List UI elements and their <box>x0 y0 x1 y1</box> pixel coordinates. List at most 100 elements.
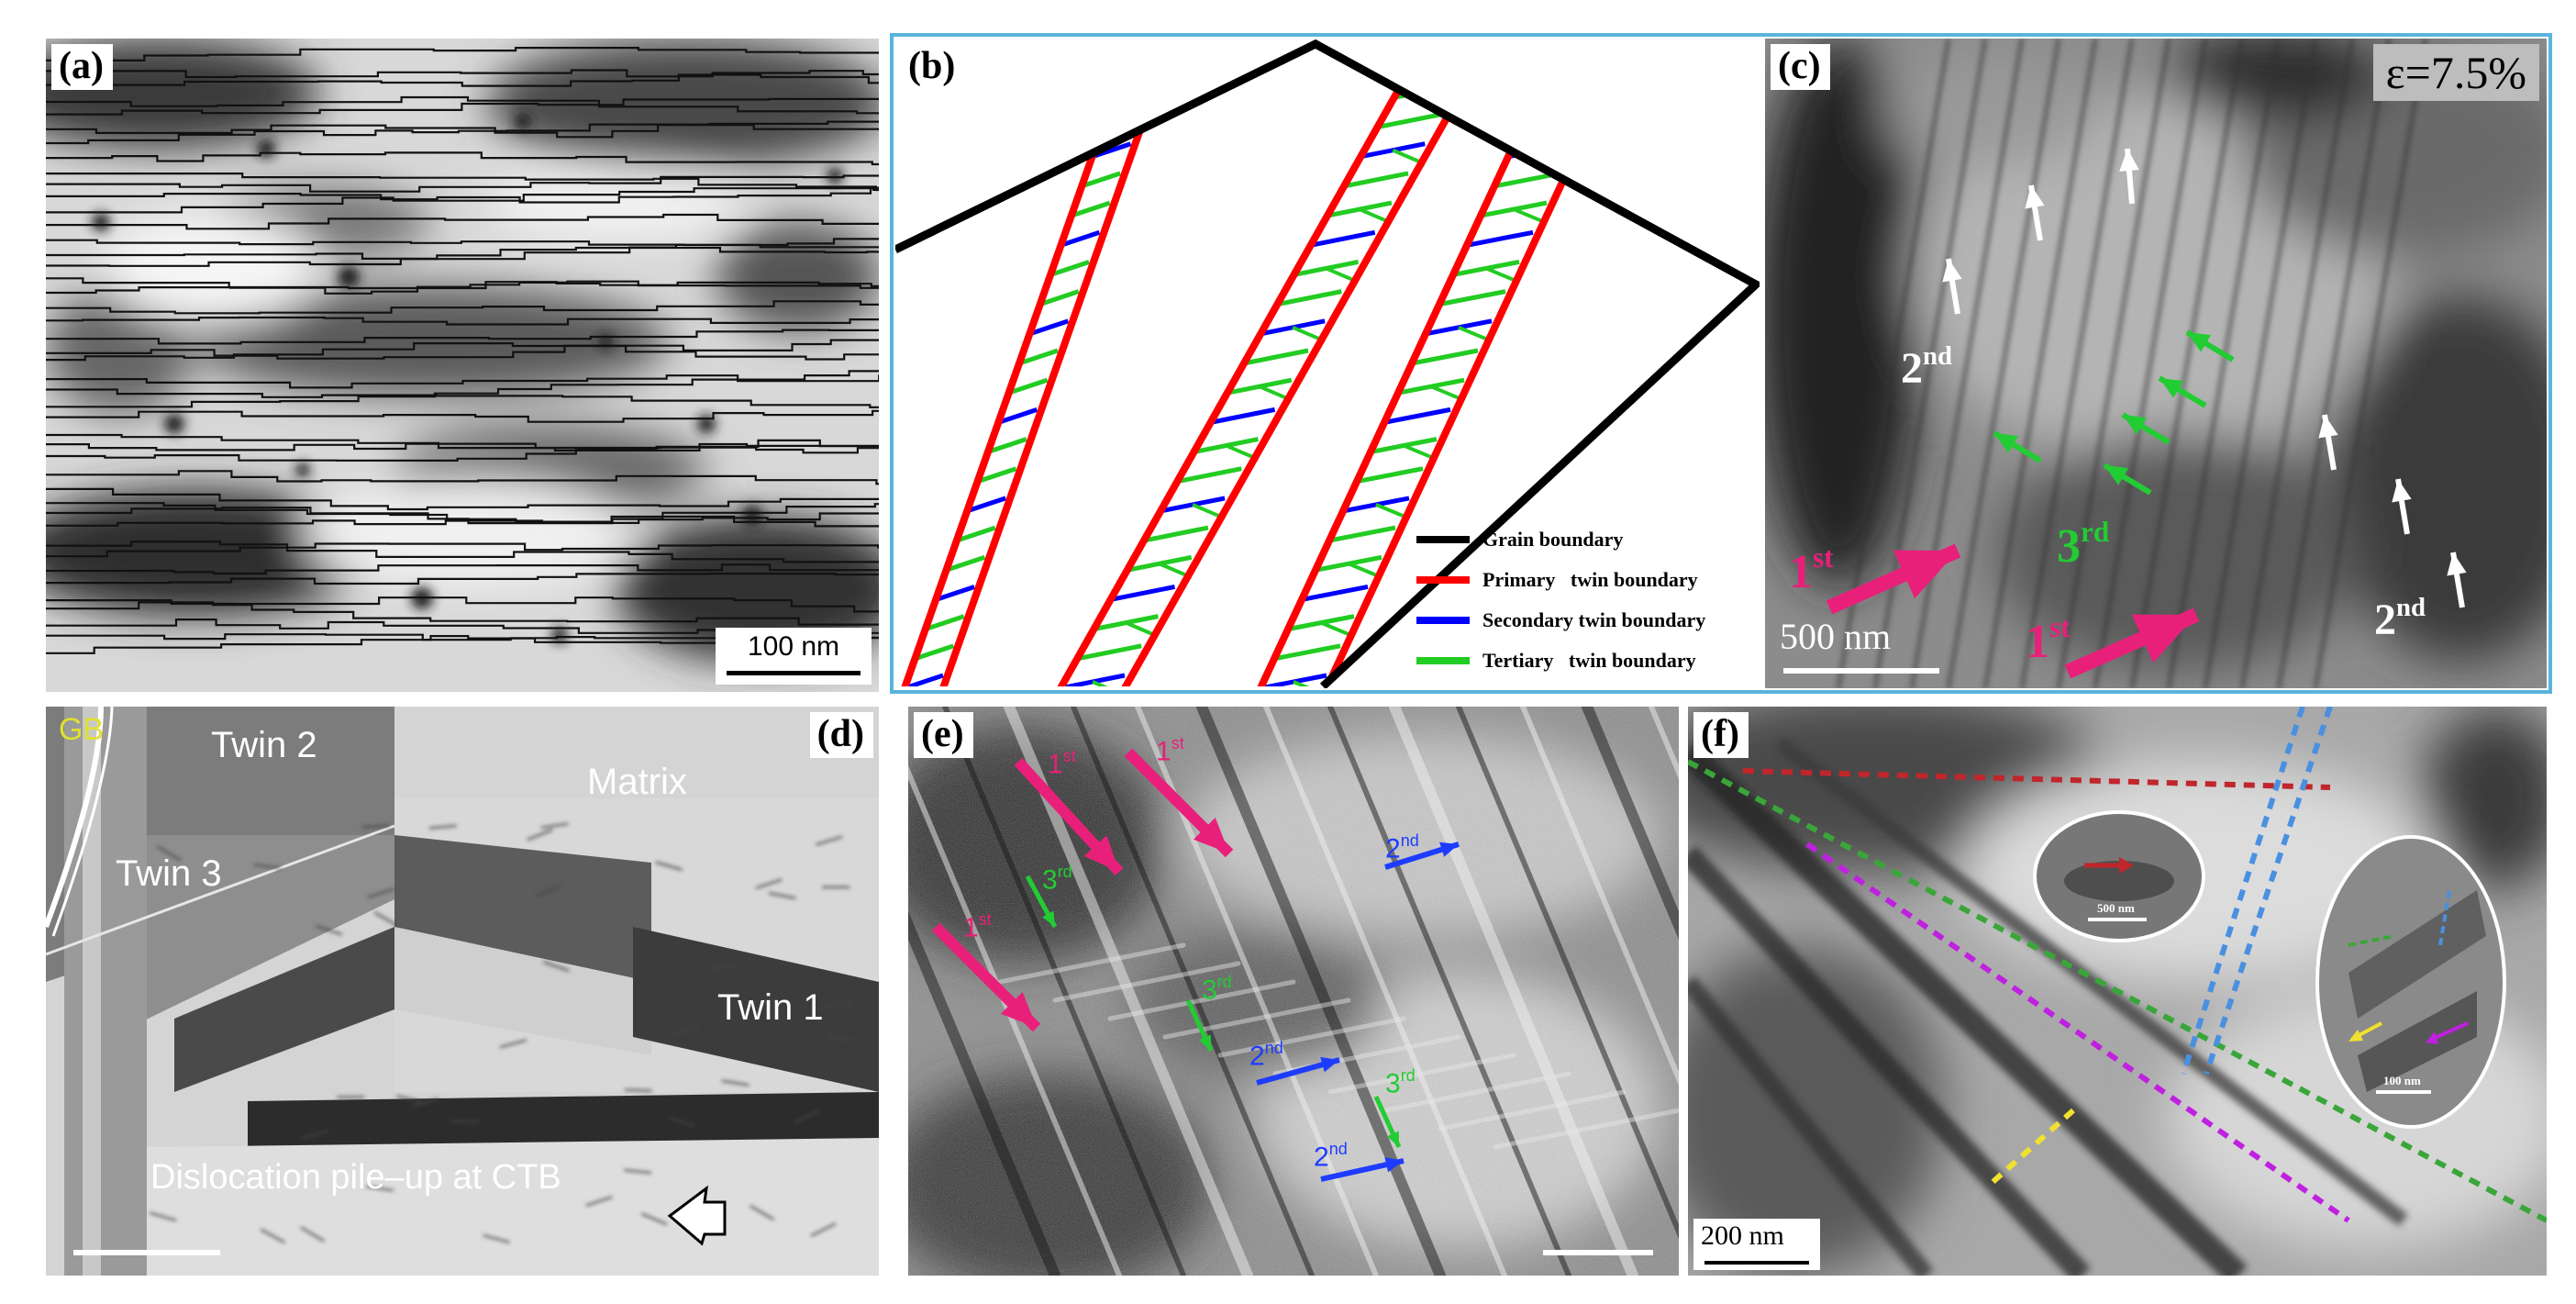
panel-d-pileup-text: Dislocation pile–up at CTB <box>150 1158 561 1197</box>
primary-twin-boundary <box>1121 44 1495 686</box>
band-line <box>2093 39 2208 688</box>
panel-c-scale-bar: 500 nm <box>1780 615 1945 679</box>
panel-e-label-1st-c: 1st <box>963 910 992 943</box>
twin-boundary-line <box>46 442 879 454</box>
legend-label-primary: Primary twin boundary <box>1482 568 1698 591</box>
panel-c-micrograph <box>1765 39 2547 688</box>
dislocation-line <box>755 878 783 889</box>
twin-boundary-line <box>46 433 879 451</box>
panel-c-arrow-3rd-head <box>1994 433 2019 453</box>
twin-boundary-line <box>46 246 879 260</box>
twin-boundary-line <box>46 370 879 408</box>
dislocation-line <box>640 1212 668 1226</box>
band-line <box>1389 707 1638 1276</box>
twin-boundary-line <box>46 541 879 563</box>
panel-d-matrix-text: Matrix <box>587 762 687 802</box>
panel-c-scale-text: 500 nm <box>1780 616 1892 657</box>
panel-c-label: (c) <box>1771 44 1830 90</box>
twin-boundary-line <box>46 503 879 525</box>
dislocation-line <box>816 835 843 846</box>
dislocation-line <box>428 824 457 830</box>
twin-boundary-line <box>46 280 879 295</box>
secondary-band <box>1162 998 1351 1040</box>
dislocation-line <box>794 1109 820 1123</box>
twin-band <box>1688 845 2091 1276</box>
band-line <box>1071 707 1315 1276</box>
panel-a-micrograph <box>46 39 879 692</box>
dislocation-line <box>710 963 738 971</box>
band-line <box>2056 39 2171 688</box>
panel-f-inset-1 <box>2033 810 2205 942</box>
primary-twin-boundary <box>939 44 1176 686</box>
twin-segment <box>1411 348 1479 366</box>
twin-segment <box>1007 377 1049 396</box>
twin-segment <box>1018 348 1059 366</box>
panel-a: (a) 100 nm <box>46 39 879 692</box>
dislocation-line <box>624 1088 652 1092</box>
twin-segment <box>1549 52 1616 71</box>
twin-segment <box>1102 112 1142 129</box>
twin-segment <box>1356 466 1424 485</box>
legend-item-tertiary: Tertiary twin boundary <box>1416 641 1747 681</box>
twin-segment <box>987 437 1027 454</box>
panel-f-micrograph <box>1688 707 2547 1276</box>
twin-boundary-line <box>46 512 879 527</box>
twin-boundary-line <box>46 439 879 462</box>
panel-f-inset-2 <box>2315 835 2506 1129</box>
twin-segment <box>924 614 965 632</box>
panel-e-arrow-3rd-head <box>1042 910 1055 927</box>
twin-boundary-line <box>46 243 879 267</box>
twin-segment <box>966 496 1006 514</box>
twin-boundary-line <box>46 374 879 389</box>
panel-d-pileup-arrow <box>667 1185 727 1246</box>
dislocation-line <box>826 1034 854 1042</box>
legend-swatch-primary <box>1416 576 1470 584</box>
band-line <box>2019 39 2135 688</box>
dislocation-line <box>450 1120 479 1123</box>
dislocation-line <box>361 824 390 829</box>
twin-segment <box>1110 585 1176 602</box>
twin-segment <box>904 673 944 686</box>
panel-b: (b) Grain boundary Primary twin boundary… <box>895 39 1760 688</box>
twin-segment <box>1071 200 1111 218</box>
dislocation-line <box>624 1169 652 1175</box>
panel-c-arrow-3rd-head <box>2160 378 2184 398</box>
twin-segment <box>1243 348 1309 366</box>
twin-segment <box>1535 82 1603 100</box>
twin-segment <box>1301 585 1369 602</box>
panel-e-arrow-2nd-head <box>1439 841 1459 857</box>
dislocation-line <box>810 1222 837 1237</box>
twin-boundary-line <box>46 238 879 247</box>
dashed-line-red <box>1742 768 2331 790</box>
band-line <box>1520 707 1679 1087</box>
panel-d-twin3-text: Twin 3 <box>116 853 222 894</box>
panel-e-arrow-2nd-head <box>1320 1057 1339 1073</box>
twin-segment <box>1310 229 1376 248</box>
legend-item-grain: Grain boundary <box>1416 519 1747 560</box>
twin-segment <box>914 643 955 662</box>
panel-f-scale-bar: 200 nm <box>1693 1219 1820 1270</box>
dislocation-line <box>585 1196 613 1207</box>
dashed-line-green <box>1688 759 2547 1223</box>
twin-boundary-line <box>46 409 879 423</box>
secondary-band <box>1052 961 1241 1003</box>
twin-segment <box>1452 260 1520 277</box>
twin-boundary-line <box>46 124 879 139</box>
panel-f-scale-line <box>1704 1261 1809 1265</box>
twin-segment <box>1143 525 1209 543</box>
legend-swatch-tertiary <box>1416 657 1470 664</box>
legend-swatch-grain <box>1416 536 1470 543</box>
twin-boundary-line <box>46 316 879 326</box>
twin-segment <box>1343 171 1409 189</box>
twin-segment <box>1342 496 1410 514</box>
panel-c-label-1st-bottom: 1st <box>2026 611 2071 668</box>
tertiary-segment <box>1568 89 1603 107</box>
twin-segment <box>935 585 975 602</box>
panel-c-arrow-2nd-head <box>2318 415 2338 439</box>
band-line <box>908 910 1060 1276</box>
panel-f-scale-text: 200 nm <box>1701 1220 1784 1251</box>
dislocation-line <box>540 822 569 829</box>
twin-segment <box>1049 260 1090 277</box>
secondary-band <box>1438 1089 1627 1131</box>
dislocation-line <box>542 961 570 972</box>
